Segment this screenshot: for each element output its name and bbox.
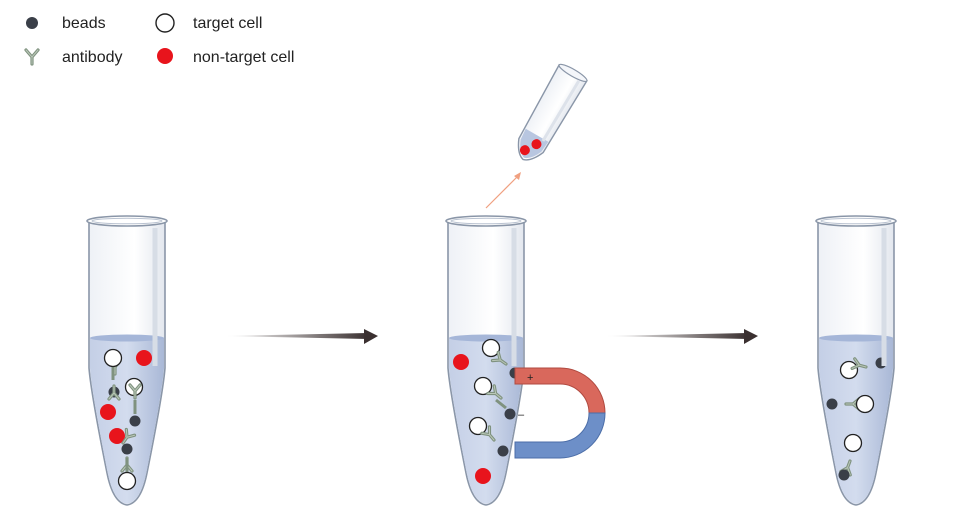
target-cell	[481, 338, 501, 358]
non-target-cell	[100, 404, 116, 420]
legend-non-target-cell-icon	[157, 48, 173, 64]
legend-target-cell-icon	[155, 13, 175, 33]
target-cell	[839, 360, 859, 380]
target-cell	[843, 433, 863, 453]
non-target-cell	[136, 350, 152, 366]
legend-bead-icon	[26, 17, 38, 29]
tube-3-contents	[826, 357, 887, 481]
legend-non-target-cell-label: non-target cell	[193, 49, 294, 66]
tube-3-isolated	[816, 216, 896, 506]
bead	[504, 408, 516, 420]
target-cell	[855, 394, 875, 414]
tube-2-contents	[453, 338, 521, 484]
target-cell	[468, 416, 488, 436]
pipette-direction-arrow	[485, 172, 521, 209]
bead	[826, 398, 838, 410]
tube-1-mixture	[87, 216, 167, 506]
legend-antibody-icon	[24, 48, 40, 66]
magnet: + –	[514, 367, 606, 459]
non-target-cell	[519, 145, 530, 156]
legend-target-cell-label: target cell	[193, 15, 262, 32]
tube-2-separation	[446, 216, 526, 506]
non-target-cell	[109, 428, 125, 444]
legend-beads-label: beads	[62, 15, 106, 32]
target-cell	[117, 471, 137, 491]
process-arrow-2	[605, 329, 758, 344]
non-target-cell	[531, 139, 542, 150]
legend-antibody-label: antibody	[62, 49, 123, 66]
bead	[121, 443, 133, 455]
bead	[497, 445, 509, 457]
pipette	[517, 63, 588, 161]
non-target-cell	[475, 468, 491, 484]
legend: beads target cell antibody non-target ce…	[24, 13, 294, 66]
process-arrow-1	[225, 329, 378, 344]
tube-1-contents	[100, 348, 152, 491]
non-target-cell	[453, 354, 469, 370]
bead	[838, 469, 850, 481]
magnet-plus-label: +	[527, 372, 533, 384]
magnet-south-pole	[514, 412, 606, 459]
target-cell	[473, 376, 493, 396]
magnet-minus-label: –	[518, 409, 525, 421]
target-cell	[103, 348, 123, 368]
bead	[129, 415, 141, 427]
